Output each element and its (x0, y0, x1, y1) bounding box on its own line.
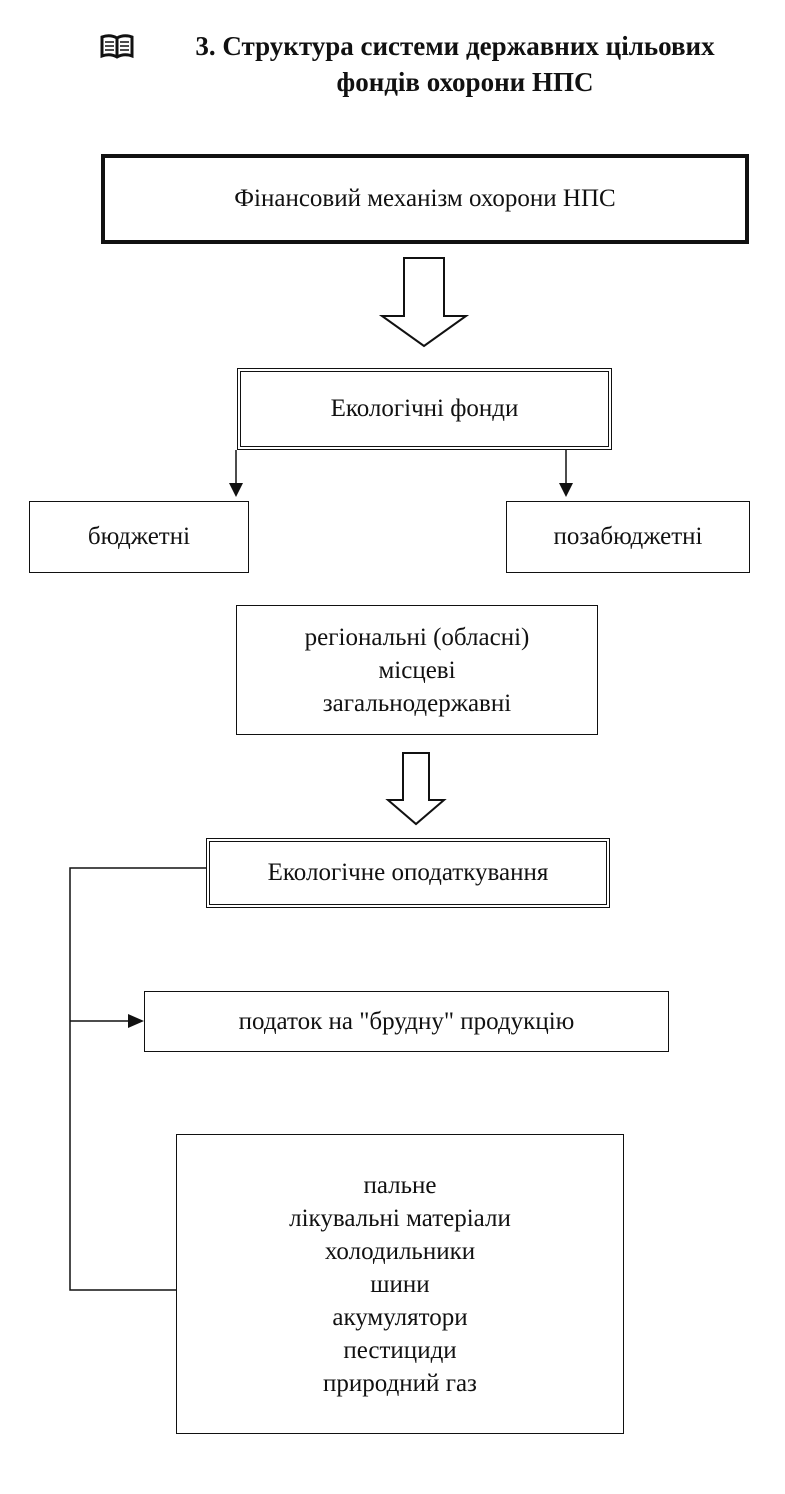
box-fund-levels: регіональні (обласні) місцеві загальноде… (236, 605, 598, 735)
fund-level-item: загальнодержавні (322, 689, 512, 717)
product-item: шини (370, 1270, 430, 1298)
left-bracket-line (69, 867, 210, 1291)
box-eco-funds: Екологічні фонди (237, 368, 612, 450)
arrowhead-budget (229, 483, 243, 497)
box-products-list: пальне лікувальні матеріали холодильники… (176, 1134, 624, 1434)
fund-level-item: місцеві (378, 656, 456, 684)
box-eco-taxation: Екологічне оподаткування (206, 838, 610, 908)
box-eco-taxation-label: Екологічне оподаткування (267, 859, 549, 886)
product-item: холодильники (324, 1237, 476, 1265)
product-item: акумулятори (332, 1303, 468, 1331)
hollow-arrow-down-2 (385, 752, 447, 826)
box-extra-budget: позабюджетні (506, 501, 750, 573)
box-financial-mechanism-label: Фінансовий механізм охорони НПС (234, 185, 616, 212)
arrowhead-dirty-tax (128, 1014, 144, 1028)
product-item: лікувальні матеріали (289, 1204, 511, 1232)
box-financial-mechanism: Фінансовий механізм охорони НПС (101, 154, 749, 244)
box-eco-funds-label: Екологічні фонди (330, 395, 519, 422)
hollow-arrow-down-1 (378, 257, 470, 348)
arrowhead-extra-budget (559, 483, 573, 497)
product-item: пестициди (343, 1336, 457, 1364)
open-book-icon (100, 34, 134, 59)
box-extra-budget-label: позабюджетні (553, 523, 703, 550)
fund-level-item: регіональні (обласні) (304, 623, 530, 651)
box-budget-label: бюджетні (87, 523, 191, 550)
box-dirty-product-tax: податок на "брудну" продукцію (144, 991, 669, 1052)
title-line-2: фондів охорони НПС (336, 67, 594, 97)
product-item: пальне (363, 1171, 437, 1199)
title-line-1: 3. Структура системи державних цільових (195, 31, 715, 61)
page-title: 3. Структура системи державних цільових … (100, 28, 770, 100)
box-budget: бюджетні (29, 501, 249, 573)
box-dirty-product-tax-label: податок на "брудну" продукцію (238, 1007, 575, 1035)
product-item: природний газ (323, 1369, 477, 1397)
